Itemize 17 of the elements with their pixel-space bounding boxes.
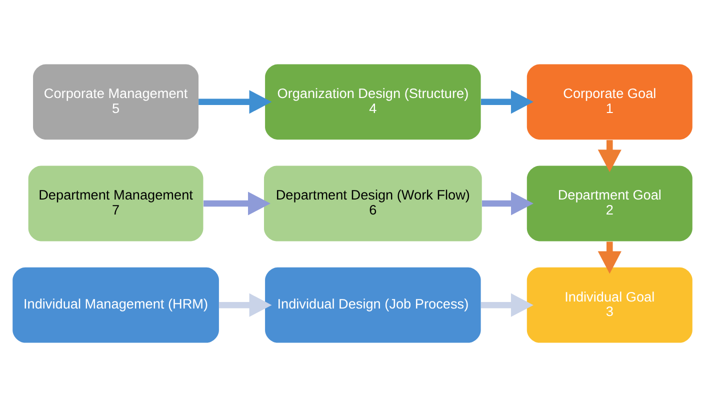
node-box: Individual Goal 3 <box>526 266 692 342</box>
arrow <box>219 292 272 316</box>
node-box: Department Design (Work Flow) 6 <box>264 165 482 241</box>
arrow <box>482 191 534 215</box>
arrow <box>198 90 272 114</box>
arrow <box>481 292 534 316</box>
node-box: Department Goal 2 <box>526 165 692 241</box>
node-box: Corporate Management 5 <box>33 64 199 140</box>
node-box: Individual Management (HRM) <box>12 266 219 342</box>
arrow <box>598 241 622 274</box>
node-box: Department Management 7 <box>28 165 204 241</box>
arrow <box>598 140 622 172</box>
arrow <box>481 90 534 114</box>
node-box: Corporate Goal 1 <box>526 64 692 140</box>
node-box: Organization Design (Structure) 4 <box>265 64 481 140</box>
node-box: Individual Design (Job Process) <box>265 266 481 342</box>
arrow <box>204 191 270 215</box>
